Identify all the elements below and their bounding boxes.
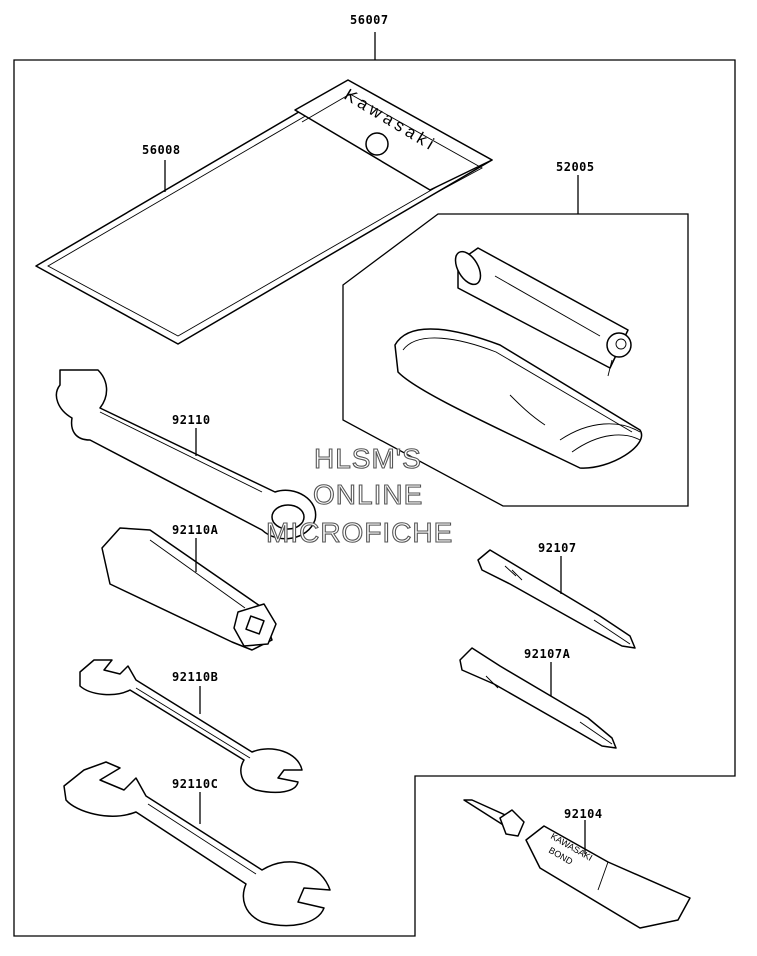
watermark-line3: MICROFICHE <box>266 517 453 548</box>
label-92110: 92110 <box>172 413 211 427</box>
label-56008: 56008 <box>142 143 181 157</box>
label-92107A: 92107A <box>524 647 571 661</box>
label-92104: 92104 <box>564 807 603 821</box>
watermark-line2: ONLINE <box>313 479 423 510</box>
spanner-illustration <box>55 369 317 540</box>
screwdriver-illustration <box>477 549 636 649</box>
watermark: HLSM'S ONLINE MICROFICHE <box>265 442 453 548</box>
label-56007: 56007 <box>350 13 389 27</box>
screwdriver-alt-illustration <box>459 647 617 749</box>
watermark-line1: HLSM'S <box>314 443 422 474</box>
label-92110A: 92110A <box>172 523 219 537</box>
wrench-small-illustration <box>79 659 303 794</box>
wrench-large-illustration <box>63 761 331 927</box>
grease-gun-illustration <box>454 247 632 377</box>
pouch-illustration: Kawasaki <box>35 79 493 345</box>
label-52005: 52005 <box>556 160 595 174</box>
label-92107: 92107 <box>538 541 577 555</box>
grease-kit-frame <box>342 213 689 507</box>
label-92110C: 92110C <box>172 777 218 791</box>
pouch-snap-button <box>365 132 389 156</box>
grease-tube-illustration <box>394 328 643 469</box>
box-wrench-illustration <box>101 527 277 651</box>
label-92110B: 92110B <box>172 670 218 684</box>
kit-frame <box>13 59 736 937</box>
